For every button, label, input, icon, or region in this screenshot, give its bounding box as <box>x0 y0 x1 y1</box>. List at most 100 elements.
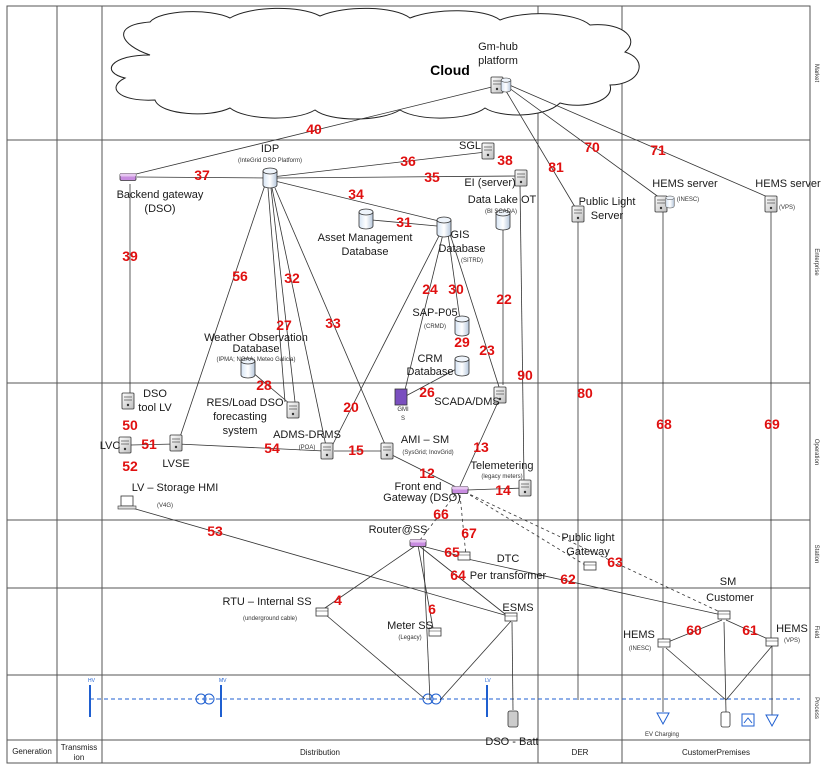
mv-label: MV <box>219 678 227 684</box>
storage-hmi-sublabel: (V4G) <box>157 503 173 509</box>
link-33: 33 <box>325 315 341 331</box>
public-light-server: Public Light Server <box>571 196 636 223</box>
lvc: LVC <box>100 436 132 454</box>
link-67: 67 <box>461 525 477 541</box>
ei-label: EI (server) <box>464 177 515 189</box>
connection-lines <box>129 83 773 715</box>
hems-vps-server: HEMS server (VPS) <box>755 178 821 213</box>
link-65: 65 <box>444 544 460 560</box>
link-50: 50 <box>122 417 138 433</box>
link-23: 23 <box>479 342 495 358</box>
public-light-gw-label: Public light <box>561 532 614 544</box>
telemetering-sublabel: (legacy meters) <box>481 474 522 480</box>
telemetering: Telemetering (legacy meters) <box>471 460 533 497</box>
data-lake-ot: Data Lake OT (BI SCADA) <box>468 194 537 231</box>
hems-inesc-server: HEMS server (INESC) <box>652 178 718 213</box>
rtu-label: RTU – Internal SS <box>222 596 311 608</box>
cloud-label: Cloud <box>430 62 470 78</box>
gmhub-platform: Gm-hub platform <box>478 41 518 94</box>
hems-vps-label: HEMS <box>776 623 808 635</box>
weather-label-2: Database <box>232 343 279 355</box>
ev-charging: EV Charging <box>645 712 679 738</box>
link-24: 24 <box>422 281 438 297</box>
sap-label: SAP-P05 <box>412 307 457 319</box>
gmis-label: GMI <box>397 407 409 413</box>
hems-vps: HEMS (VPS) <box>765 623 808 647</box>
hv-label: HV <box>88 678 96 684</box>
sm-label: SM <box>720 576 737 588</box>
backend-gateway-label: Backend gateway <box>117 189 204 201</box>
gmhub-label: Gm-hub <box>478 41 518 53</box>
esms: ESMS <box>502 602 534 622</box>
lv-label: LV <box>485 678 491 684</box>
link-90: 90 <box>517 367 533 383</box>
zone-market-label: Market <box>813 64 819 83</box>
link-27: 27 <box>276 317 292 333</box>
crm-label: CRM <box>417 353 442 365</box>
link-81: 81 <box>548 159 564 175</box>
asset-management-database: Asset Management Database <box>318 208 412 258</box>
sgl-label: SGL <box>459 140 481 152</box>
link-63: 63 <box>607 554 623 570</box>
ev-label: EV Charging <box>645 732 679 738</box>
domain-customer-label: CustomerPremises <box>682 748 750 757</box>
dso-tool-lv: DSO tool LV <box>121 388 172 414</box>
zone-labels: Market Enterprise Operation Station Fiel… <box>813 64 819 719</box>
gmhub-label-2: platform <box>478 55 518 67</box>
link-52: 52 <box>122 458 138 474</box>
ami-sm: AMI – SM (SysGrid; InovGrid) <box>380 434 454 460</box>
hems-inesc-server-label: HEMS server <box>652 178 718 190</box>
backend-gateway: Backend gateway (DSO) <box>117 173 204 215</box>
dso-battery: DSO - Batt <box>485 710 539 748</box>
link-30: 30 <box>448 281 464 297</box>
res-load-label-3: system <box>223 425 258 437</box>
hems-inesc: HEMS (INESC) <box>623 629 671 652</box>
public-light-gateway: Public light Gateway <box>561 532 615 571</box>
idp-platform: IDP (InteGrid DSO Platform) <box>238 143 302 189</box>
process-bus: HV MV LV <box>88 678 800 717</box>
lv-storage-hmi: LV – Storage HMI (V4G) <box>117 482 218 510</box>
link-38: 38 <box>497 152 513 168</box>
public-light-server-label-2: Server <box>591 210 624 222</box>
meter-ss: Meter SS (Legacy) <box>387 620 442 641</box>
link-39: 39 <box>122 248 138 264</box>
meter-label: Meter SS <box>387 620 433 632</box>
scada-dms: SCADA/DMS <box>434 386 507 408</box>
public-light-server-label: Public Light <box>579 196 636 208</box>
res-load-forecasting: RES/Load DSO forecasting system <box>206 397 300 437</box>
public-light-gw-label-2: Gateway <box>566 546 610 558</box>
idp-label: IDP <box>261 143 279 155</box>
link-62: 62 <box>560 571 576 587</box>
ami-label: AMI – SM <box>401 434 449 446</box>
link-29: 29 <box>454 334 470 350</box>
sap-p05: SAP-P05 (CRMD) <box>412 307 470 337</box>
link-12: 12 <box>419 465 435 481</box>
dtc: DTC Per transformer <box>457 551 547 582</box>
cloud-shape: Cloud <box>110 7 640 120</box>
link-34: 34 <box>348 186 364 202</box>
dtc-label: DTC <box>497 553 520 565</box>
link-22: 22 <box>496 291 512 307</box>
ei-server: EI (server) <box>464 169 528 189</box>
link-51: 51 <box>141 436 157 452</box>
hems-vps-server-sublabel: (VPS) <box>779 205 795 211</box>
link-20: 20 <box>343 399 359 415</box>
link-69: 69 <box>764 416 780 432</box>
link-40: 40 <box>306 121 322 137</box>
hems-vps-server-label: HEMS server <box>755 178 821 190</box>
zone-operation-label: Operation <box>813 439 819 465</box>
gis-sublabel: (SITRD) <box>461 258 483 264</box>
customer-battery-icon <box>720 711 731 728</box>
dtc-label-2: Per transformer <box>470 570 547 582</box>
link-31: 31 <box>396 214 412 230</box>
esms-label: ESMS <box>502 602 533 614</box>
gis-label: GIS <box>451 229 470 241</box>
adms-drms: ADMS-DRMS (POA) <box>273 429 341 460</box>
dso-batt-label: DSO - Batt <box>485 736 538 748</box>
domain-distribution-label: Distribution <box>300 748 340 757</box>
link-71: 71 <box>650 142 666 158</box>
hems-inesc-label: HEMS <box>623 629 655 641</box>
dso-tool-label: DSO <box>143 388 167 400</box>
zone-station-label: Station <box>813 545 819 564</box>
idp-sublabel: (InteGrid DSO Platform) <box>238 158 302 164</box>
